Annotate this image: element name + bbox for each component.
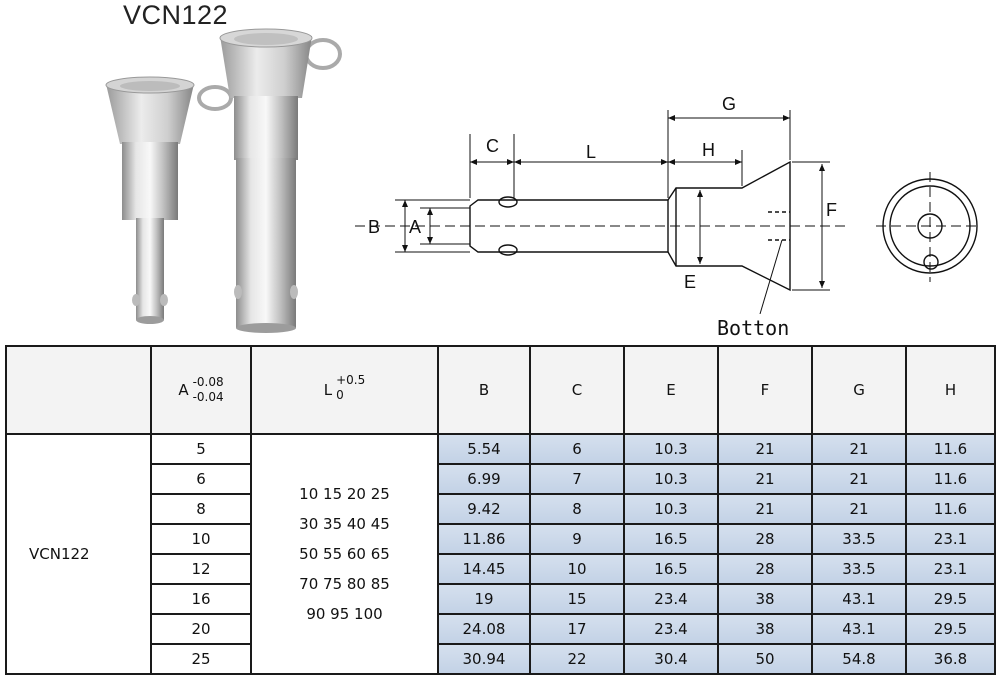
cell-e: 30.4 [623,643,719,675]
cell-a: 25 [150,643,252,675]
header-e: E [623,345,719,435]
header-a: A -0.08-0.04 [150,345,252,435]
product-title: VCN122 [123,0,229,30]
cell-g: 21 [811,493,907,525]
dim-label-h: H [702,140,715,160]
table-row: 25 30.94 22 30.4 50 54.8 36.8 [6,643,996,675]
cell-e: 23.4 [623,613,719,645]
table-row: VCN122 5 10 15 20 25 30 35 40 45 50 55 6… [5,433,996,675]
cell-a: 16 [150,583,252,615]
table-row: 12 14.45 10 16.5 28 33.5 23.1 [6,553,996,585]
cell-b: 30.94 [437,643,531,675]
cell-c: 6 [529,433,625,465]
series-cell: VCN122 [5,433,152,675]
header-f: F [717,345,813,435]
cell-a: 20 [150,613,252,645]
cell-c: 7 [529,463,625,495]
cell-f: 28 [717,523,813,555]
cell-h: 29.5 [905,583,996,615]
dim-label-e: E [684,272,696,292]
product-photo [105,28,342,333]
header-b: B [437,345,531,435]
cell-c: 17 [529,613,625,645]
cell-b: 19 [437,583,531,615]
cell-e: 10.3 [623,433,719,465]
l-values-line: 50 55 60 65 [299,545,390,563]
cell-e: 23.4 [623,583,719,615]
cell-e: 16.5 [623,553,719,585]
table-row: 6 6.99 7 10.3 21 21 11.6 [6,463,996,495]
cell-f: 50 [717,643,813,675]
cell-a: 12 [150,553,252,585]
cell-h: 23.1 [905,553,996,585]
cell-h: 11.6 [905,433,996,465]
cell-b: 9.42 [437,493,531,525]
small-pin-icon [105,76,233,324]
cell-a: 5 [150,433,252,465]
cell-f: 21 [717,433,813,465]
cell-a: 10 [150,523,252,555]
cell-g: 33.5 [811,553,907,585]
botton-label: Botton [717,316,790,340]
cell-f: 21 [717,463,813,495]
cell-c: 15 [529,583,625,615]
cell-f: 38 [717,613,813,645]
cell-b: 11.86 [437,523,531,555]
cell-h: 11.6 [905,463,996,495]
cell-h: 11.6 [905,493,996,525]
table-row: 10 11.86 9 16.5 28 33.5 23.1 [6,523,996,555]
dim-label-f: F [826,200,837,220]
header-series [5,345,152,435]
header-c: C [529,345,625,435]
cell-g: 21 [811,433,907,465]
cell-g: 33.5 [811,523,907,555]
dim-label-l: L [586,142,596,162]
header-h: H [905,345,996,435]
cell-c: 22 [529,643,625,675]
l-values-cell: 10 15 20 25 30 35 40 45 50 55 60 65 70 7… [250,433,439,675]
cell-a: 6 [150,463,252,495]
cell-b: 5.54 [437,433,531,465]
dim-label-c: C [486,136,499,156]
cell-c: 8 [529,493,625,525]
cell-c: 9 [529,523,625,555]
cell-g: 43.1 [811,583,907,615]
header-g: G [811,345,907,435]
table-row: 8 9.42 8 10.3 21 21 11.6 [6,493,996,525]
l-values-line: 30 35 40 45 [299,515,390,533]
cell-g: 21 [811,463,907,495]
cell-f: 21 [717,493,813,525]
l-values-line: 90 95 100 [306,605,383,623]
cell-c: 10 [529,553,625,585]
cell-h: 36.8 [905,643,996,675]
cell-f: 38 [717,583,813,615]
dim-label-a: A [409,217,421,237]
cell-f: 28 [717,553,813,585]
cell-e: 16.5 [623,523,719,555]
cell-b: 6.99 [437,463,531,495]
l-values-line: 10 15 20 25 [299,485,390,503]
cell-g: 43.1 [811,613,907,645]
cell-e: 10.3 [623,463,719,495]
dim-label-b: B [368,217,380,237]
table-row: 20 24.08 17 23.4 38 43.1 29.5 [6,613,996,645]
cell-e: 10.3 [623,493,719,525]
cell-a: 8 [150,493,252,525]
cell-b: 14.45 [437,553,531,585]
cell-g: 54.8 [811,643,907,675]
cell-h: 29.5 [905,613,996,645]
table-row: 16 19 15 23.4 38 43.1 29.5 [6,583,996,615]
cell-h: 23.1 [905,523,996,555]
technical-drawing: B A C L H G E F [355,94,980,314]
cell-b: 24.08 [437,613,531,645]
l-values-line: 70 75 80 85 [299,575,390,593]
dim-label-g: G [722,94,736,114]
large-pin-icon [219,28,342,333]
